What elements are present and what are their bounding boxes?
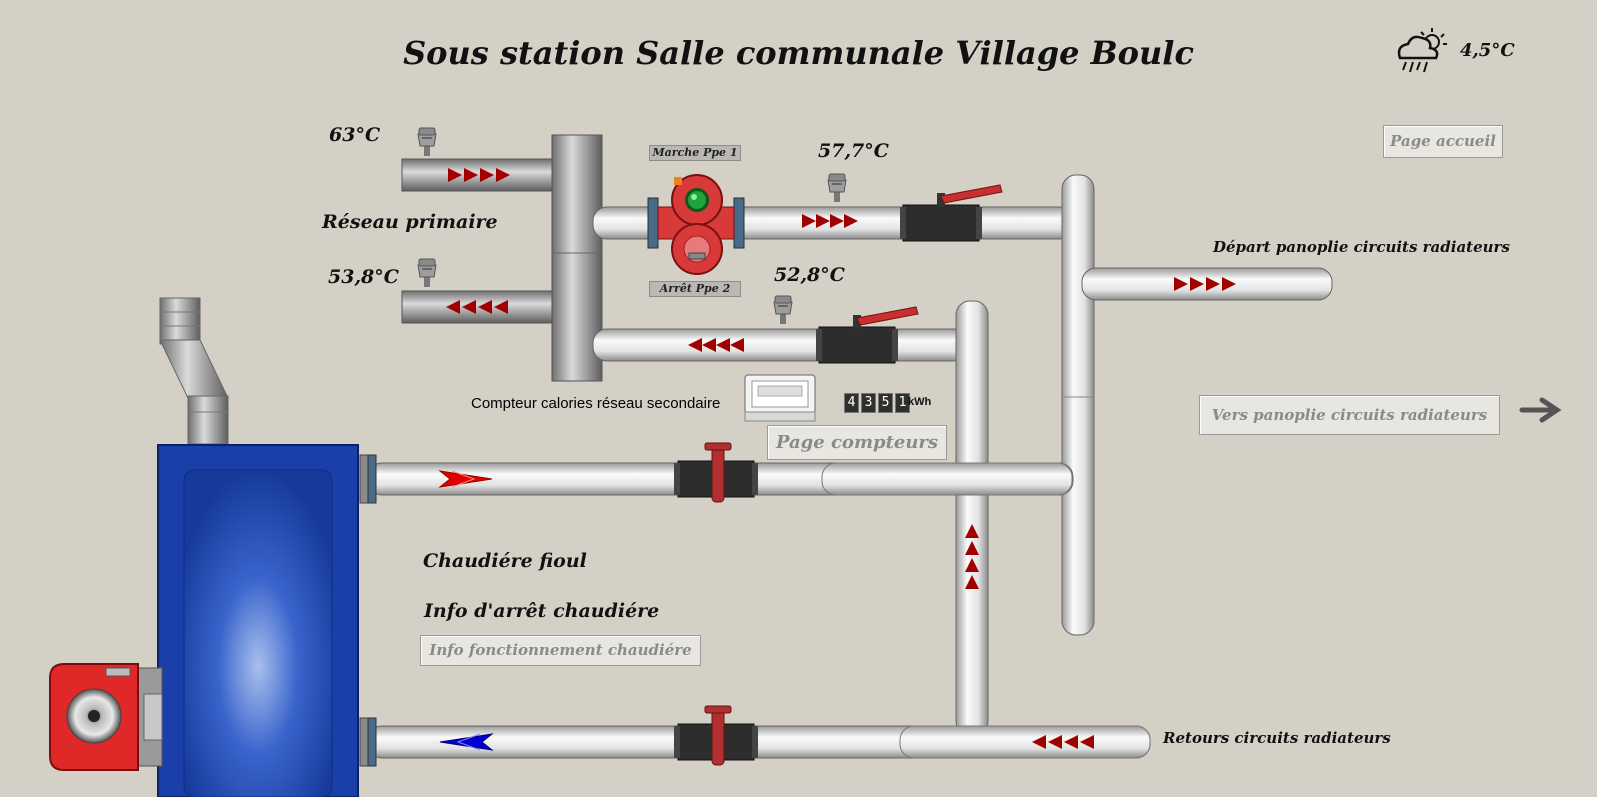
pump-2-stopped-indicator xyxy=(683,235,711,263)
rain-cloud-sun-icon xyxy=(1397,28,1447,73)
pump-1-run-label: Marche Ppe 1 xyxy=(649,145,741,161)
outside-temperature: 4,5°C xyxy=(1460,40,1515,61)
meters-page-button[interactable]: Page compteurs xyxy=(767,425,947,460)
boiler-return-valve[interactable] xyxy=(674,705,758,766)
to-radiator-panel-button[interactable]: Vers panoplie circuits radiateurs xyxy=(1199,395,1500,435)
next-page-arrow-icon[interactable] xyxy=(1519,397,1562,423)
primary-return-sensor-icon xyxy=(417,258,437,288)
primary-network-label: Réseau primaire xyxy=(322,211,498,233)
vertical-return-flow-arrows xyxy=(965,524,979,589)
page-title: Sous station Salle communale Village Bou… xyxy=(403,34,1194,72)
twin-pump[interactable] xyxy=(647,174,745,275)
boiler-label: Chaudiére fioul xyxy=(423,550,587,572)
circuit-depart-label: Départ panoplie circuits radiateurs xyxy=(1213,238,1510,256)
boiler-supply-valve[interactable] xyxy=(674,442,758,503)
circuit-return-label: Retours circuits radiateurs xyxy=(1163,729,1391,747)
boiler-cold-flow-arrow xyxy=(439,733,494,751)
secondary-supply-sensor-icon xyxy=(827,173,847,203)
oil-burner[interactable] xyxy=(49,663,163,771)
heat-meter-label: Compteur calories réseau secondaire xyxy=(471,395,721,412)
oil-boiler[interactable] xyxy=(157,444,359,797)
boiler-info-button[interactable]: Info fonctionnement chaudiére xyxy=(420,635,701,666)
heat-meter-counter: 4 3 5 1 xyxy=(844,393,910,413)
ball-valve-supply[interactable] xyxy=(900,184,1003,242)
secondary-supply-temperature: 57,7°C xyxy=(818,140,889,162)
boiler-flanges xyxy=(359,454,377,767)
pump-2-stop-label: Arrêt Ppe 2 xyxy=(649,281,741,297)
primary-supply-sensor-icon xyxy=(417,127,437,157)
secondary-return-temperature: 52,8°C xyxy=(774,264,845,286)
ball-valve-return[interactable] xyxy=(816,306,919,364)
primary-supply-temperature: 63°C xyxy=(329,124,381,146)
secondary-pipes xyxy=(367,174,1333,759)
counter-digit: 1 xyxy=(895,393,910,413)
secondary-return-sensor-icon xyxy=(773,295,793,325)
counter-digit: 3 xyxy=(861,393,876,413)
counter-digit: 5 xyxy=(878,393,893,413)
counter-digit: 4 xyxy=(844,393,859,413)
chimney xyxy=(159,297,229,445)
home-page-button[interactable]: Page accueil xyxy=(1383,125,1503,158)
boiler-stop-info: Info d'arrêt chaudiére xyxy=(424,600,660,622)
heat-meter-unit: kWh xyxy=(908,396,932,408)
pump-1-running-indicator xyxy=(685,188,709,212)
primary-return-temperature: 53,8°C xyxy=(328,266,399,288)
boiler-hot-flow-arrow xyxy=(438,470,493,488)
heat-meter-device[interactable] xyxy=(744,374,816,422)
primary-network-pipes xyxy=(401,134,603,382)
